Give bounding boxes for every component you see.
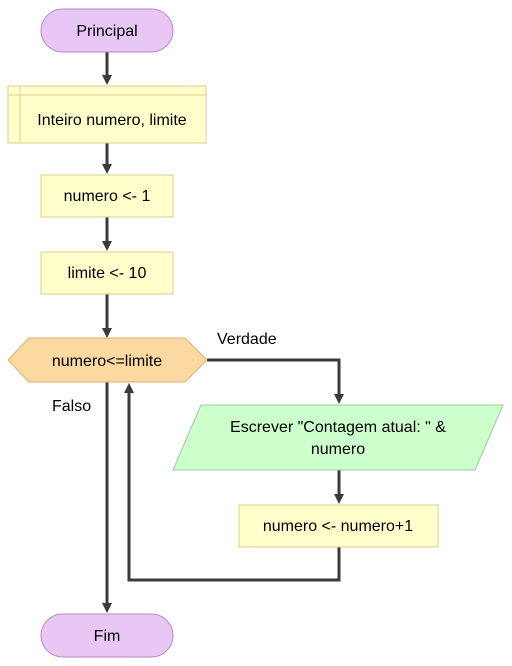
- end-terminal-shape: [40, 613, 174, 658]
- edge-condition-true-to-output: [207, 358, 341, 395]
- start-node: Principal: [40, 8, 174, 53]
- increment-node: numero <- numero+1: [238, 504, 439, 548]
- output-parallelogram-shape: [172, 404, 504, 471]
- arrowhead-assign-limite: [102, 241, 112, 251]
- output-node: Escrever "Contagem atual: " & numero: [172, 404, 504, 471]
- assign-numero-node: numero <- 1: [40, 174, 174, 218]
- increment-label: numero <- numero+1: [263, 518, 413, 535]
- assign-limite-node: limite <- 10: [40, 251, 174, 295]
- declare-node: Inteiro numero, limite: [7, 85, 207, 144]
- edge-loop-back-to-condition: [127, 392, 341, 582]
- condition-label: numero<=limite: [52, 353, 162, 370]
- arrowhead-output: [334, 394, 344, 404]
- output-label-line2: numero: [311, 441, 365, 458]
- condition-hexagon-shape: [7, 337, 208, 383]
- arrowhead-assign-numero: [102, 164, 112, 174]
- arrowhead-end: [102, 603, 112, 613]
- end-node: Fim: [40, 613, 174, 658]
- start-terminal-shape: [40, 8, 174, 53]
- assign-numero-label: numero <- 1: [64, 188, 151, 205]
- start-label: Principal: [76, 23, 137, 40]
- branch-true-label: Verdade: [217, 331, 277, 348]
- arrowhead-declare: [102, 75, 112, 85]
- assign-limite-label: limite <- 10: [68, 265, 147, 282]
- assign-limite-shape: [40, 251, 174, 295]
- connectors: [102, 52, 344, 613]
- increment-shape: [238, 504, 439, 548]
- arrowhead-increment: [334, 494, 344, 504]
- declare-label: Inteiro numero, limite: [37, 112, 186, 129]
- assign-numero-shape: [40, 174, 174, 218]
- condition-node: numero<=limite: [7, 337, 208, 383]
- end-label: Fim: [94, 628, 121, 645]
- output-label-line1: Escrever "Contagem atual: " &: [230, 419, 446, 436]
- branch-false-label: Falso: [52, 398, 91, 415]
- arrowhead-condition: [102, 328, 112, 338]
- arrowhead-loop-back: [124, 383, 134, 393]
